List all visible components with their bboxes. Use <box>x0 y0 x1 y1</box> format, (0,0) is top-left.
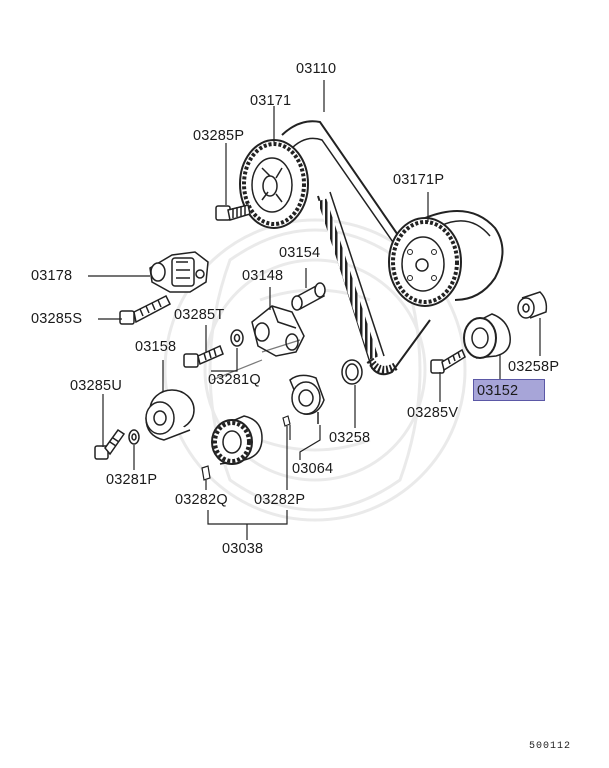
label-03158[interactable]: 03158 <box>135 339 177 355</box>
tensioner-arm-03148[interactable] <box>251 305 305 357</box>
label-03285P[interactable]: 03285P <box>193 128 245 144</box>
label-03038[interactable]: 03038 <box>222 541 264 557</box>
label-03285T[interactable]: 03285T <box>174 307 225 323</box>
bolt-03285S[interactable] <box>119 294 171 325</box>
tensioner-pin-03154[interactable] <box>291 282 326 311</box>
label-03154[interactable]: 03154 <box>279 245 321 261</box>
label-03171P[interactable]: 03171P <box>393 172 445 188</box>
key-03282P[interactable] <box>282 415 291 427</box>
camshaft-sprocket-03171[interactable] <box>239 139 309 229</box>
label-03064[interactable]: 03064 <box>292 461 334 477</box>
label-03285V[interactable]: 03285V <box>407 405 459 421</box>
highlight-box-03152 <box>473 379 545 401</box>
bolt-03285U[interactable] <box>94 428 126 460</box>
label-03285S[interactable]: 03285S <box>31 311 83 327</box>
label-03171[interactable]: 03171 <box>250 93 292 109</box>
washer-03281P[interactable] <box>128 429 140 445</box>
label-03281Q[interactable]: 03281Q <box>208 372 261 388</box>
washer-03258[interactable] <box>341 359 363 385</box>
label-03110[interactable]: 03110 <box>296 61 337 77</box>
flange-03064[interactable] <box>289 374 325 424</box>
leader-lines <box>88 80 541 540</box>
crankshaft-sprocket-03038[interactable] <box>211 415 263 465</box>
label-03282P[interactable]: 03282P <box>254 492 306 508</box>
label-03281P[interactable]: 03281P <box>106 472 158 488</box>
idler-pulley-03158[interactable] <box>145 389 195 441</box>
key-03282Q[interactable] <box>201 465 211 481</box>
label-03178[interactable]: 03178 <box>31 268 73 284</box>
label-03152[interactable]: 03152 <box>477 383 519 399</box>
bolt-03285P[interactable] <box>215 204 251 221</box>
label-03285U[interactable]: 03285U <box>70 378 122 394</box>
idler-pulley-03152[interactable] <box>463 313 511 359</box>
tensioner-03178[interactable] <box>149 251 209 293</box>
bolt-03285V[interactable] <box>430 348 466 374</box>
bolt-03285T[interactable] <box>183 344 224 368</box>
washer-03281Q[interactable] <box>230 329 244 347</box>
label-03258P[interactable]: 03258P <box>508 359 560 375</box>
label-03258[interactable]: 03258 <box>329 430 371 446</box>
label-03148[interactable]: 03148 <box>242 268 284 284</box>
timing-belt[interactable] <box>281 120 431 376</box>
camshaft-sprocket-03171P[interactable] <box>388 210 504 307</box>
label-03282Q[interactable]: 03282Q <box>175 492 228 508</box>
spacer-03258P[interactable] <box>517 291 548 319</box>
diagram-code: 500112 <box>528 741 571 752</box>
